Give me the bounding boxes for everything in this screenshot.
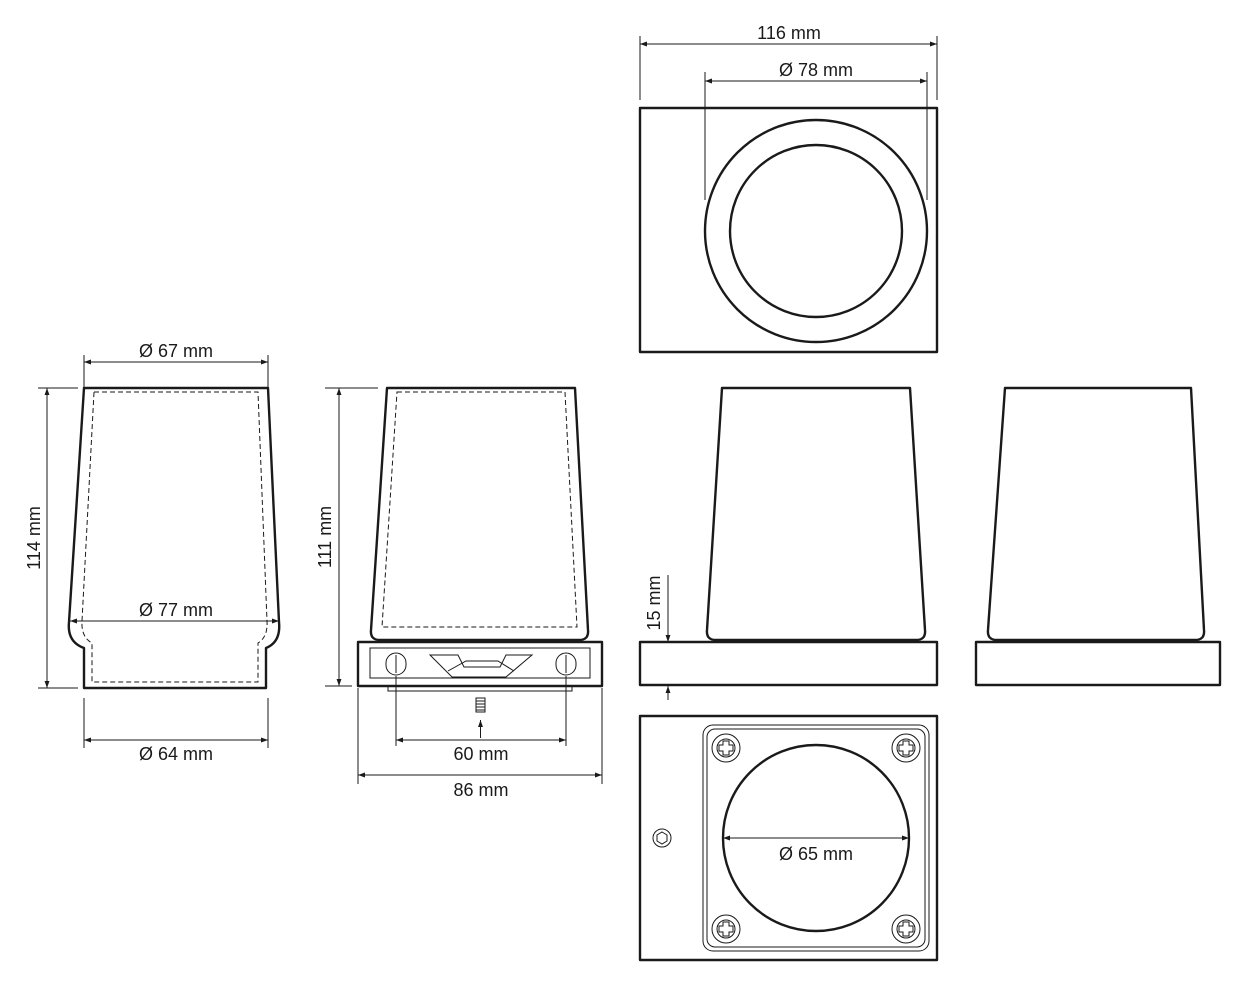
cup-height-label: 114 mm: [24, 506, 44, 570]
assembly-side-view: 111 mm 60 mm 86 mm: [315, 386, 604, 800]
mount-hole-spacing-label: 60 mm: [453, 744, 508, 764]
screw-bottom-right: [891, 914, 921, 944]
base-width-label: 86 mm: [453, 780, 508, 800]
cup-side-view: Ø 67 mm Ø 77 mm Ø 64 mm 114 mm: [24, 341, 281, 764]
set-screw-hole: [652, 828, 672, 848]
screw-bottom-left: [711, 914, 741, 944]
cup-base-diameter-label: Ø 64 mm: [139, 744, 213, 764]
top-diameter-label: Ø 78 mm: [779, 60, 853, 80]
bottom-view: Ø 65 mm: [638, 714, 939, 962]
right-side-view: [974, 386, 1222, 687]
cup-bottom-diameter-label: Ø 77 mm: [139, 600, 213, 620]
screw-top-right: [891, 733, 921, 763]
top-width-label: 116 mm: [757, 23, 821, 43]
bottom-opening-diameter-label: Ø 65 mm: [779, 844, 853, 864]
base-height-label: 15 mm: [644, 575, 664, 630]
front-view: 15 mm: [638, 386, 939, 700]
cup-top-diameter-label: Ø 67 mm: [139, 341, 213, 361]
screw-top-left: [711, 733, 741, 763]
assembly-height-label: 111 mm: [315, 506, 335, 568]
top-view: 116 mm Ø 78 mm: [638, 23, 939, 354]
